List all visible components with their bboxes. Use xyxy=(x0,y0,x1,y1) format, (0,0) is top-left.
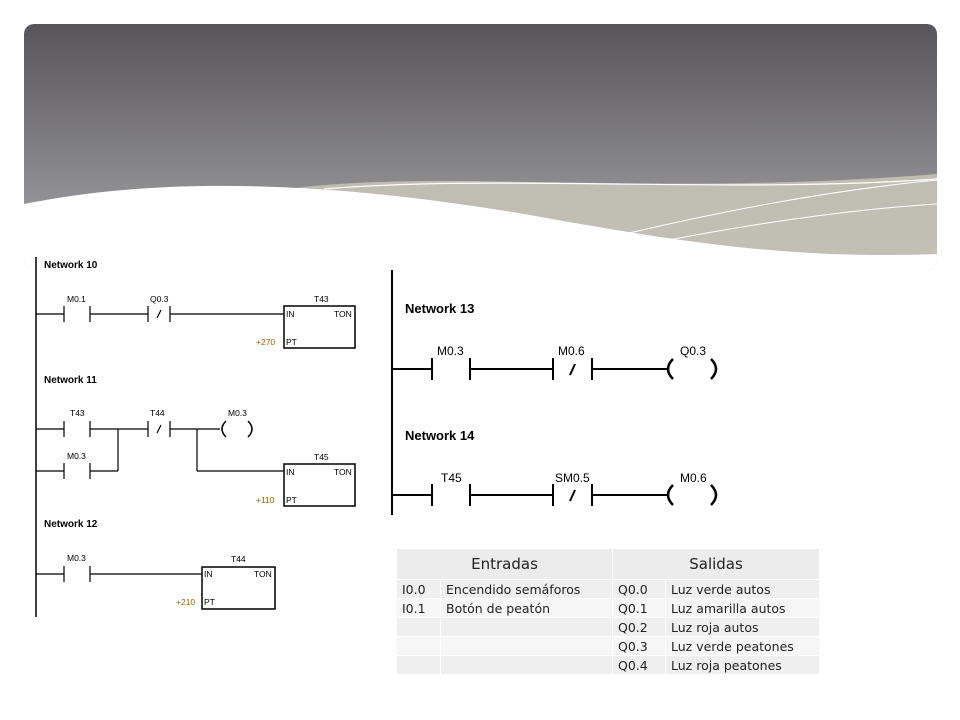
contact-nc xyxy=(147,421,220,437)
contact-label: T44 xyxy=(150,408,165,418)
network-title: Network 13 xyxy=(405,301,474,316)
contact-label: Q0.3 xyxy=(150,294,169,304)
io-assignment-table: Entradas Salidas I0.0 Encendido semáforo… xyxy=(395,548,821,675)
coil-label: M0.6 xyxy=(680,471,707,485)
timer-preset: +270 xyxy=(256,337,275,347)
input-description xyxy=(439,636,614,656)
contact-label: M0.3 xyxy=(67,451,86,461)
timer-name: T45 xyxy=(314,452,329,462)
output-description: Luz roja autos xyxy=(665,617,821,637)
table-row: Q0.4 Luz roja peatones xyxy=(396,655,821,675)
network-title: Network 10 xyxy=(44,260,98,271)
ladder-diagram-left: Network 10 M0.1 Q0.3 T43 IN TON PT +270 … xyxy=(30,255,365,620)
contact-no xyxy=(392,484,553,506)
slide-header-banner xyxy=(24,24,937,270)
network-title: Network 14 xyxy=(405,428,475,443)
timer-in: IN xyxy=(286,467,295,477)
output-description: Luz verde autos xyxy=(665,579,821,599)
contact-nc xyxy=(552,358,667,380)
output-description: Luz verde peatones xyxy=(665,636,821,656)
timer-name: T44 xyxy=(231,554,246,564)
output-address: Q0.2 xyxy=(612,617,667,637)
input-address xyxy=(396,636,441,656)
input-address xyxy=(396,617,441,637)
inputs-header: Entradas xyxy=(395,548,614,580)
outputs-header: Salidas xyxy=(612,548,821,580)
contact-nc xyxy=(552,484,667,506)
output-address: Q0.4 xyxy=(612,655,667,675)
output-description: Luz roja peatones xyxy=(665,655,821,675)
timer-type: TON xyxy=(334,467,352,477)
contact-label: T45 xyxy=(441,471,462,485)
contact-no xyxy=(392,358,553,380)
header-wave-white xyxy=(24,185,937,270)
network-title: Network 11 xyxy=(44,375,97,386)
output-address: Q0.0 xyxy=(612,579,667,599)
timer-pt: PT xyxy=(286,495,297,505)
timer-name: T43 xyxy=(314,294,329,304)
contact-label: T43 xyxy=(70,408,85,418)
input-description: Encendido semáforos xyxy=(439,579,614,599)
table-row: Q0.3 Luz verde peatones xyxy=(396,636,821,656)
input-address xyxy=(396,655,441,675)
coil xyxy=(221,420,253,438)
output-address: Q0.3 xyxy=(612,636,667,656)
timer-type: TON xyxy=(254,569,272,579)
contact-label: SM0.5 xyxy=(555,471,590,485)
table-header-row: Entradas Salidas xyxy=(395,548,821,580)
timer-box: T43 IN TON PT +270 xyxy=(256,294,356,349)
coil-label: M0.3 xyxy=(228,408,247,418)
contact-no xyxy=(36,429,119,479)
table-row: Q0.2 Luz roja autos xyxy=(396,617,821,637)
header-wave-accent xyxy=(254,174,937,270)
ladder-diagram-right: Network 13 M0.3 M0.6 Q0.3 Network 14 T45… xyxy=(385,270,745,520)
timer-pt: PT xyxy=(286,337,297,347)
contact-no xyxy=(36,306,148,322)
contact-no xyxy=(36,566,202,582)
input-description: Botón de peatón xyxy=(439,598,614,618)
timer-type: TON xyxy=(334,309,352,319)
network-title: Network 12 xyxy=(44,519,98,530)
coil xyxy=(666,484,718,506)
table-row: I0.0 Encendido semáforos Q0.0 Luz verde … xyxy=(396,579,821,599)
timer-in: IN xyxy=(204,569,213,579)
input-description xyxy=(439,655,614,675)
contact-label: M0.6 xyxy=(558,344,585,358)
output-address: Q0.1 xyxy=(612,598,667,618)
output-description: Luz amarilla autos xyxy=(665,598,821,618)
contact-no xyxy=(36,421,148,437)
timer-pt: PT xyxy=(204,597,215,607)
timer-preset: +210 xyxy=(176,597,195,607)
input-address: I0.0 xyxy=(396,579,441,599)
contact-label: M0.3 xyxy=(437,344,464,358)
input-description xyxy=(439,617,614,637)
coil xyxy=(666,358,718,380)
contact-nc xyxy=(147,306,284,322)
contact-label: M0.1 xyxy=(67,294,86,304)
timer-box: T44 IN TON PT +210 xyxy=(176,554,276,610)
table-row: I0.1 Botón de peatón Q0.1 Luz amarilla a… xyxy=(396,598,821,618)
timer-preset: +110 xyxy=(256,495,275,505)
contact-label: M0.3 xyxy=(67,553,86,563)
timer-in: IN xyxy=(286,309,295,319)
input-address: I0.1 xyxy=(396,598,441,618)
coil-label: Q0.3 xyxy=(680,344,706,358)
timer-box: T45 IN TON PT +110 xyxy=(256,452,356,507)
